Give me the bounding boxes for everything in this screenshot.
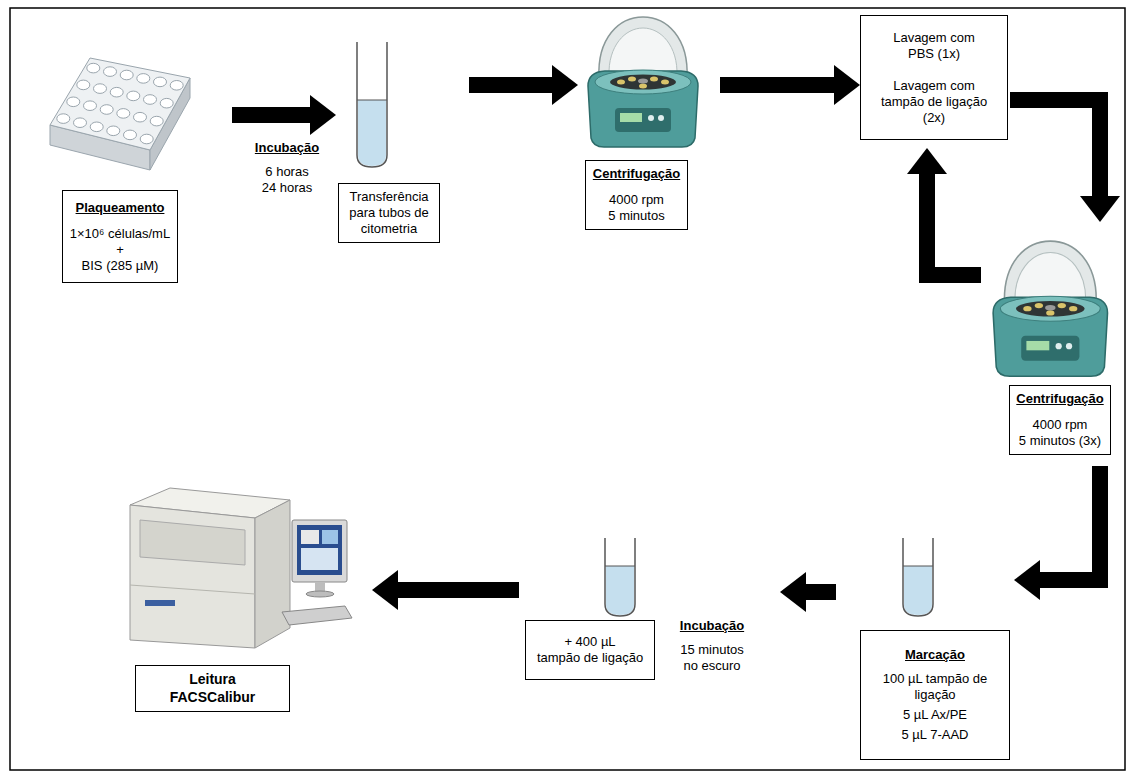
arrow-head	[834, 65, 860, 105]
flow-arrow	[720, 65, 860, 105]
arrow-shaft	[720, 77, 836, 93]
arrow-shaft	[232, 107, 312, 123]
step-node: + 400 µLtampão de ligação	[522, 535, 658, 682]
arrow-head	[780, 572, 806, 612]
step-box: Centrifugação 4000 rpm5 minutos	[585, 160, 688, 230]
step-text: FACSCalibur	[170, 689, 256, 706]
step-text: Transferência para tubos de citometria	[345, 189, 433, 237]
flow-arrow	[232, 95, 336, 135]
cytometry-tube	[605, 538, 635, 616]
arrow-shaft	[804, 584, 836, 600]
arrow-head	[372, 570, 398, 610]
step-title: Plaqueamento	[76, 200, 165, 216]
arrow-head	[552, 65, 578, 105]
step-node: Transferência para tubos de citometria	[338, 38, 440, 243]
step-text: 4000 rpm	[609, 192, 664, 208]
flow-arrow	[907, 148, 981, 275]
step-text: +	[116, 242, 124, 258]
centrifuge	[993, 241, 1107, 376]
arrow-shaft	[927, 172, 981, 275]
step-text: 5 minutos	[608, 208, 664, 224]
flow-arrow	[469, 65, 578, 105]
step-label: no escuro	[683, 658, 740, 674]
cytometry-tube	[357, 42, 387, 167]
step-title: Centrifugação	[1016, 391, 1103, 407]
step-box: Transferência para tubos de citometria	[338, 183, 440, 243]
step-text: 5 µL 7-AAD	[902, 727, 969, 743]
well-plate	[50, 58, 190, 170]
arrow-head	[310, 95, 336, 135]
step-node: Lavagem com PBS (1x) Lavagem com tampão d…	[860, 15, 1008, 140]
step-text: Lavagem com PBS (1x)	[880, 30, 989, 62]
step-text: Leitura	[189, 671, 236, 688]
step-text: BIS (285 µM)	[82, 258, 159, 274]
step-title: Marcação	[905, 647, 965, 663]
step-text: 4000 rpm	[1033, 417, 1088, 433]
step-box: Lavagem com PBS (1x) Lavagem com tampão d…	[860, 15, 1008, 140]
step-box: LeituraFACSCalibur	[135, 665, 290, 712]
step-text: 1×10⁶ células/mL	[70, 226, 170, 242]
step-label: 6 horas	[265, 164, 308, 180]
arrow-shaft	[469, 77, 554, 93]
step-box: Plaqueamento 1×10⁶ células/mL+BIS (285 µM…	[62, 190, 178, 283]
arrow-head	[1080, 196, 1120, 222]
frame-border	[10, 8, 1125, 770]
step-node: Centrifugação 4000 rpm5 minutos (3x)	[985, 232, 1118, 458]
flow-arrow	[1010, 100, 1120, 222]
centrifuge	[588, 17, 698, 147]
step-label: 24 horas	[262, 180, 313, 196]
step-text: Lavagem com tampão de ligação (2x)	[880, 78, 989, 126]
arrow-shaft	[1038, 466, 1100, 580]
step-text: + 400 µL	[564, 634, 615, 650]
step-node: LeituraFACSCalibur	[115, 475, 360, 712]
step-text: 5 µL Ax/PE	[903, 707, 967, 723]
arrow-head	[1014, 560, 1040, 600]
step-node: Marcação 100 µL tampão de ligação 5 µL Ax/…	[858, 535, 1012, 762]
step-node: Centrifugação 4000 rpm5 minutos	[580, 12, 705, 234]
step-text: 100 µL tampão de ligação	[873, 671, 998, 703]
step-node: Plaqueamento 1×10⁶ células/mL+BIS (285 µM…	[45, 50, 195, 286]
arrow-head	[907, 148, 947, 174]
flow-cytometer	[130, 488, 352, 648]
step-text: 5 minutos (3x)	[1019, 433, 1101, 449]
step-label-title: Incubação	[255, 140, 319, 156]
step-box: Marcação 100 µL tampão de ligação 5 µL Ax/…	[860, 630, 1010, 760]
step-label-title: Incubação	[680, 618, 744, 634]
arrow-shaft	[396, 582, 519, 598]
step-box: + 400 µLtampão de ligação	[525, 620, 655, 680]
step-text: tampão de ligação	[537, 650, 643, 666]
step-label: 15 minutos	[680, 642, 744, 658]
cytometry-tube	[903, 538, 933, 616]
step-box: Centrifugação 4000 rpm5 minutos (3x)	[1009, 385, 1110, 455]
flow-arrow	[1014, 466, 1100, 600]
arrow-shaft	[1010, 100, 1100, 198]
step-title: Centrifugação	[593, 166, 680, 182]
flow-arrow	[372, 570, 519, 610]
flow-arrow	[780, 572, 836, 612]
